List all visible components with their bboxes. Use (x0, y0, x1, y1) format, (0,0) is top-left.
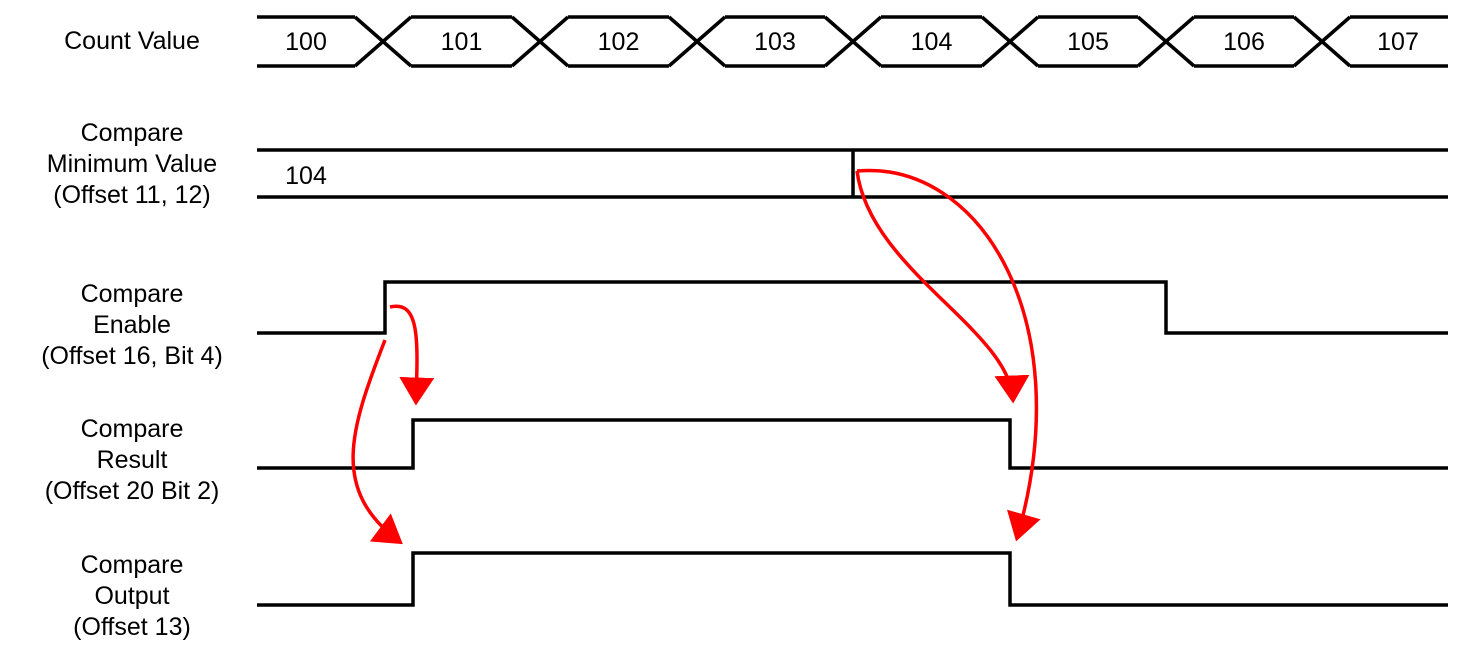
arrow-enable-to-output (351, 339, 403, 545)
compare-output-wave (257, 551, 1448, 607)
label-line: Compare (80, 119, 184, 147)
label-line: Result (96, 446, 168, 474)
count-value-106: 106 (1223, 28, 1265, 56)
label-compare-output: Compare Output (Offset 13) (0, 550, 264, 643)
arrow-enable-to-result (389, 304, 435, 406)
compare-enable-wave (257, 280, 1448, 335)
label-line: Compare (80, 280, 184, 308)
label-line: Compare (80, 551, 184, 579)
compare-minimum-value-text: 104 (285, 162, 327, 190)
compare-minimum-value-wave (257, 148, 1448, 199)
arrow-minimum-to-output (856, 168, 1041, 542)
count-value-107: 107 (1377, 28, 1419, 56)
label-line: (Offset 13) (73, 613, 191, 641)
count-value-101: 101 (441, 28, 483, 56)
count-value-100: 100 (285, 28, 327, 56)
count-value-wave (257, 15, 1448, 68)
label-line: Minimum Value (46, 150, 218, 178)
label-line: (Offset 16, Bit 4) (41, 342, 223, 370)
count-value-102: 102 (598, 28, 640, 56)
label-line: Enable (93, 311, 171, 339)
label-compare-result: Compare Result (Offset 20 Bit 2) (0, 414, 264, 507)
label-count-value: Count Value (0, 26, 264, 57)
label-line: Compare (80, 415, 184, 443)
arrow-minimum-to-result (855, 170, 1030, 404)
count-value-103: 103 (754, 28, 796, 56)
label-compare-enable: Compare Enable (Offset 16, Bit 4) (0, 279, 264, 372)
label-line: Output (94, 582, 170, 610)
count-value-104: 104 (911, 28, 953, 56)
label-line: (Offset 11, 12) (53, 181, 211, 209)
label-compare-minimum-value: Compare Minimum Value (Offset 11, 12) (0, 118, 264, 211)
count-value-bus (257, 15, 1448, 68)
count-value-labels: 100 101 102 103 104 105 106 107 (285, 28, 1419, 56)
label-line: (Offset 20 Bit 2) (44, 477, 220, 505)
count-value-105: 105 (1067, 28, 1109, 56)
compare-result-wave (257, 418, 1448, 470)
label-line: Count Value (64, 27, 200, 55)
